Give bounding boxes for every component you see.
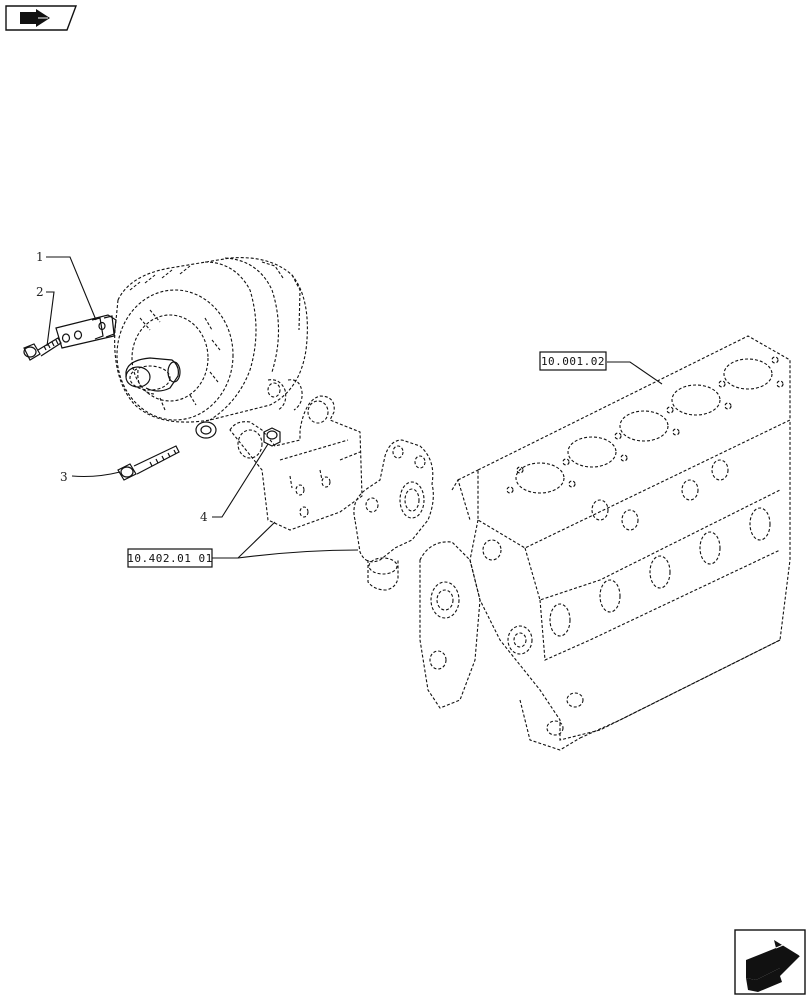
reference-link-engine-block[interactable]: 10.001.02	[539, 351, 607, 371]
alternator	[114, 257, 308, 423]
reference-link-pump-housing[interactable]: 10.402.01 01	[127, 548, 213, 568]
bracket-part-1	[55, 314, 117, 349]
reference-label-pump-housing: 10.402.01 01	[127, 552, 212, 565]
callout-4: 4	[200, 510, 208, 524]
pump-housing	[353, 439, 434, 591]
back-arrow-icon[interactable]	[5, 5, 78, 31]
nut-part-4	[263, 427, 281, 447]
leader-lines	[46, 256, 663, 559]
callout-1: 1	[36, 250, 44, 264]
callout-3: 3	[60, 470, 68, 484]
callout-2: 2	[36, 285, 44, 299]
spacer	[195, 421, 217, 439]
engine-block	[419, 335, 791, 751]
bolt-part-2	[23, 337, 62, 361]
reference-label-engine-block: 10.001.02	[541, 355, 605, 368]
mounting-bracket	[229, 395, 363, 531]
bolt-part-3	[117, 445, 180, 481]
alternator-pulley	[125, 357, 181, 392]
next-page-arrow-icon[interactable]	[734, 929, 806, 995]
